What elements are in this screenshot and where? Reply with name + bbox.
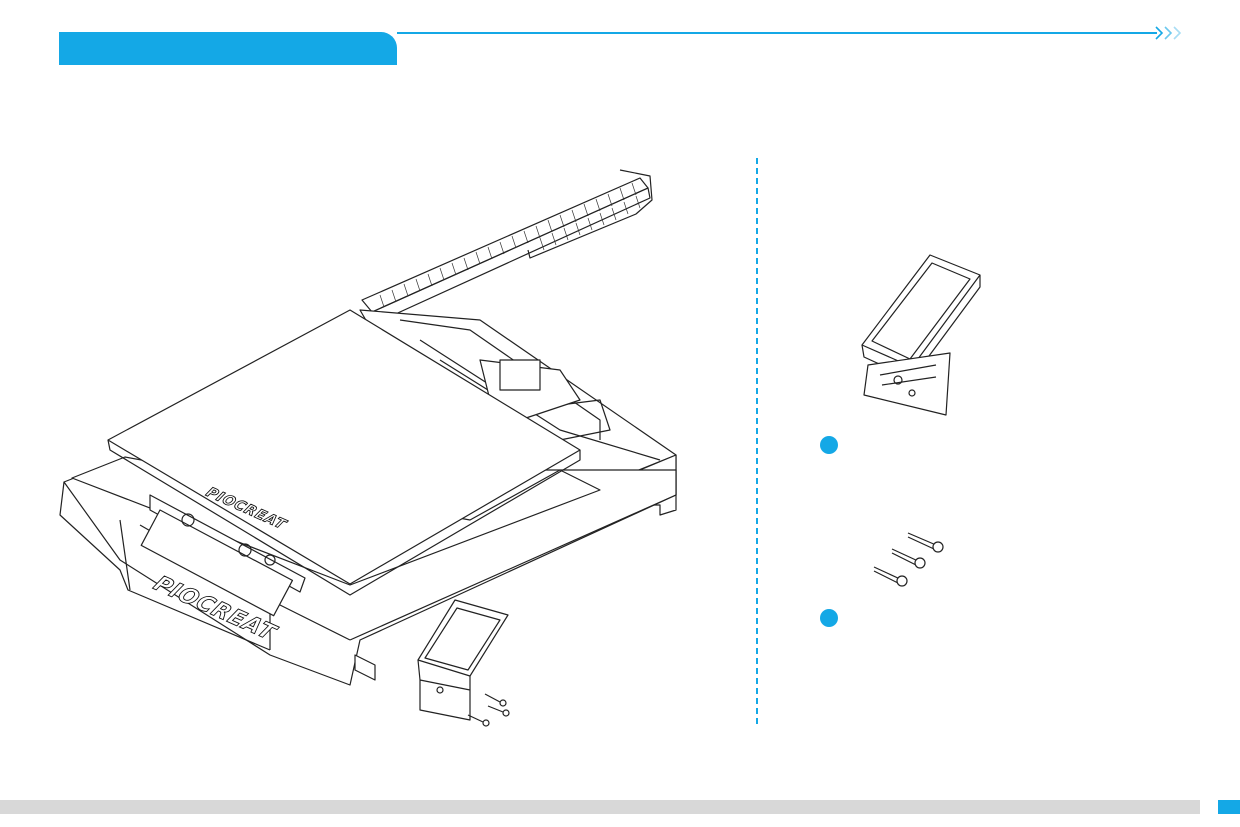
- header-rule: [397, 32, 1157, 34]
- section-header-tab: [59, 32, 397, 65]
- print-bed: PIOCREAT: [71, 309, 601, 617]
- double-chevron-right-icon: [1155, 26, 1182, 40]
- drag-chain: [361, 169, 653, 323]
- step-2-dot: [820, 609, 838, 627]
- step-1-dot: [820, 436, 838, 454]
- touchscreen-installed: [417, 599, 509, 721]
- section-divider: [756, 158, 758, 724]
- screws-installed: [467, 693, 510, 727]
- touchscreen-part-illustration: [861, 254, 981, 416]
- printer-assembly-illustration: PIOCREAT PIOCREAT: [59, 169, 677, 727]
- screws-part-illustration: [873, 532, 944, 587]
- page-indicator-tab: [1218, 800, 1240, 814]
- footer-bar: [0, 800, 1200, 814]
